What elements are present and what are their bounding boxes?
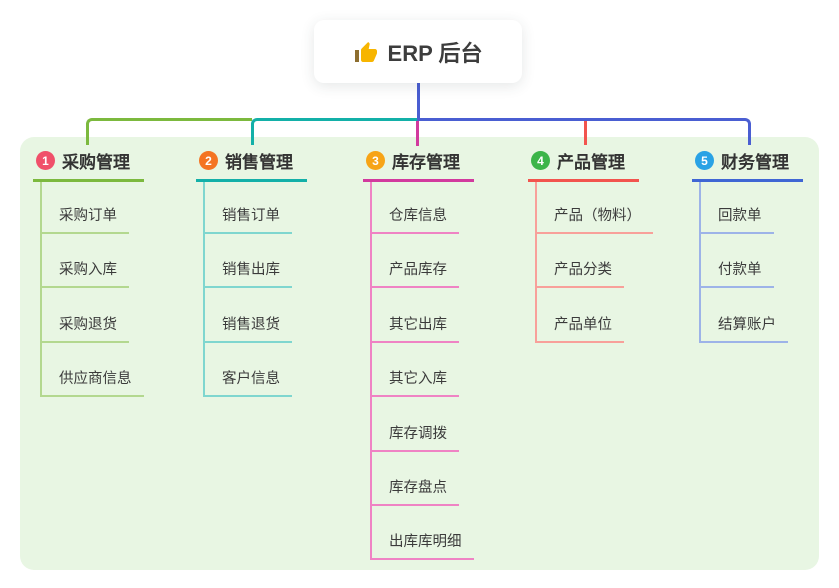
- child-node-stock-transfer[interactable]: 库存调拨: [372, 397, 459, 452]
- root-node[interactable]: ERP 后台: [314, 20, 522, 83]
- branches-panel: [20, 137, 819, 570]
- branch-children: 回款单 付款单 结算账户: [699, 182, 803, 343]
- child-node-product-material[interactable]: 产品（物料）: [537, 182, 653, 234]
- branch-inventory: 3 库存管理 仓库信息 产品库存 其它出库 其它入库 库存调拨 库存盘点 出库库…: [363, 148, 474, 561]
- branch-label: 库存管理: [392, 153, 460, 172]
- badge-1: 1: [36, 151, 55, 170]
- branch-node-sales[interactable]: 2 销售管理: [196, 148, 307, 182]
- child-node-product-category[interactable]: 产品分类: [537, 234, 624, 289]
- badge-3: 3: [366, 151, 385, 170]
- branch-node-purchase[interactable]: 1 采购管理: [33, 148, 144, 182]
- child-node-payment-bill[interactable]: 付款单: [701, 234, 774, 289]
- child-node-other-outbound[interactable]: 其它出库: [372, 288, 459, 343]
- child-node-stock-count[interactable]: 库存盘点: [372, 452, 459, 506]
- connector-sales-line: [251, 118, 418, 145]
- branch-children: 仓库信息 产品库存 其它出库 其它入库 库存调拨 库存盘点 出库库明细: [370, 182, 474, 561]
- connector-finance-line: [418, 118, 751, 145]
- child-node-sales-return[interactable]: 销售退货: [205, 288, 292, 343]
- child-node-purchase-inbound[interactable]: 采购入库: [42, 234, 129, 289]
- branch-sales: 2 销售管理 销售订单 销售出库 销售退货 客户信息: [196, 148, 307, 398]
- connector-product-drop: [584, 118, 587, 145]
- child-node-settlement-account[interactable]: 结算账户: [701, 288, 788, 343]
- child-node-purchase-order[interactable]: 采购订单: [42, 182, 129, 234]
- child-node-purchase-return[interactable]: 采购退货: [42, 288, 129, 343]
- child-node-product-unit[interactable]: 产品单位: [537, 288, 624, 343]
- child-node-receipt-bill[interactable]: 回款单: [701, 182, 774, 234]
- root-label: ERP 后台: [387, 40, 483, 66]
- badge-5: 5: [695, 151, 714, 170]
- branch-label: 销售管理: [225, 153, 293, 172]
- child-node-outbound-detail[interactable]: 出库库明细: [372, 506, 474, 561]
- badge-2: 2: [199, 151, 218, 170]
- branch-node-inventory[interactable]: 3 库存管理: [363, 148, 474, 182]
- branch-label: 采购管理: [62, 153, 130, 172]
- connector-root-drop: [417, 82, 420, 121]
- connector-purchase-line: [86, 118, 252, 145]
- child-node-sales-order[interactable]: 销售订单: [205, 182, 292, 234]
- child-node-supplier-info[interactable]: 供应商信息: [42, 343, 144, 398]
- branch-node-product[interactable]: 4 产品管理: [528, 148, 639, 182]
- branch-children: 产品（物料） 产品分类 产品单位: [535, 182, 653, 343]
- child-node-sales-outbound[interactable]: 销售出库: [205, 234, 292, 289]
- branch-label: 财务管理: [721, 153, 789, 172]
- connector-inventory-drop: [416, 121, 419, 146]
- branch-label: 产品管理: [557, 153, 625, 172]
- child-node-other-inbound[interactable]: 其它入库: [372, 343, 459, 398]
- child-node-customer-info[interactable]: 客户信息: [205, 343, 292, 398]
- branch-product: 4 产品管理 产品（物料） 产品分类 产品单位: [528, 148, 653, 343]
- branch-children: 采购订单 采购入库 采购退货 供应商信息: [40, 182, 144, 398]
- thumbs-up-icon: [354, 41, 377, 62]
- child-node-product-stock[interactable]: 产品库存: [372, 234, 459, 289]
- branch-finance: 5 财务管理 回款单 付款单 结算账户: [692, 148, 803, 343]
- badge-4: 4: [531, 151, 550, 170]
- child-node-warehouse-info[interactable]: 仓库信息: [372, 182, 459, 234]
- branch-purchase: 1 采购管理 采购订单 采购入库 采购退货 供应商信息: [33, 148, 144, 398]
- branch-node-finance[interactable]: 5 财务管理: [692, 148, 803, 182]
- branch-children: 销售订单 销售出库 销售退货 客户信息: [203, 182, 307, 398]
